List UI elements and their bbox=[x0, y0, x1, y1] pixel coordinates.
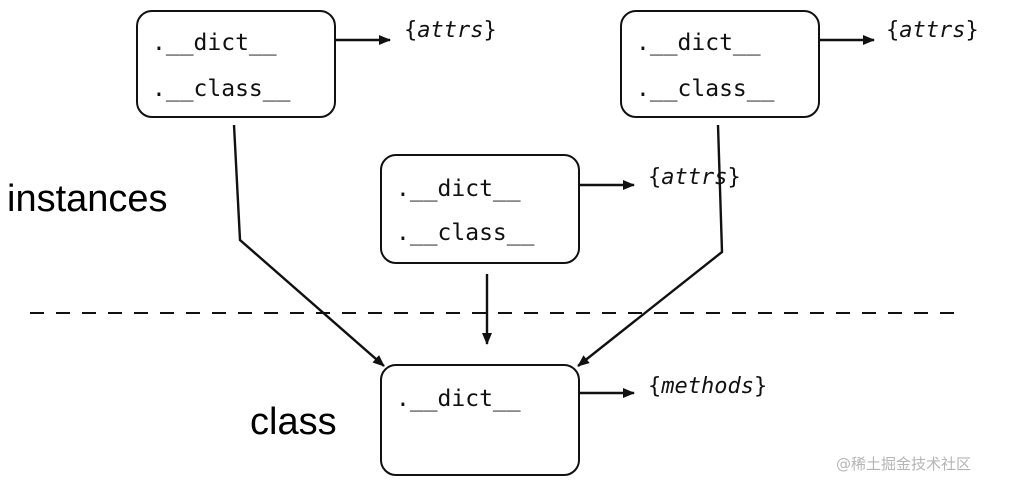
instance-box-middle: .__dict__ .__class__ bbox=[380, 154, 580, 264]
instance-box-left: .__dict__ .__class__ bbox=[136, 10, 336, 118]
class-box: .__dict__ bbox=[380, 364, 580, 476]
arrow-class-pointer-right bbox=[577, 124, 724, 367]
dict-attribute: .__dict__ bbox=[396, 386, 521, 412]
attrs-text: attrs bbox=[417, 18, 484, 43]
class-attribute: .__class__ bbox=[152, 76, 291, 102]
open-brace: { bbox=[648, 374, 662, 399]
close-brace: } bbox=[753, 374, 768, 399]
class-label: class bbox=[250, 401, 337, 443]
attrs-text: attrs bbox=[661, 165, 728, 190]
dict-attribute: .__dict__ bbox=[396, 176, 521, 202]
methods-text: methods bbox=[661, 374, 754, 399]
open-brace: { bbox=[404, 18, 418, 43]
attrs-label-right: {attrs} bbox=[886, 20, 979, 42]
instances-label: instances bbox=[7, 178, 168, 220]
dict-attribute: .__dict__ bbox=[636, 30, 761, 56]
attrs-text: attrs bbox=[899, 18, 966, 43]
close-brace: } bbox=[727, 165, 741, 190]
close-brace: } bbox=[483, 18, 497, 43]
attrs-label-left: {attrs} bbox=[404, 20, 497, 42]
watermark-text: @稀土掘金技术社区 bbox=[836, 455, 972, 473]
attrs-label-middle: {attrs} bbox=[648, 167, 741, 189]
dict-attribute: .__dict__ bbox=[152, 30, 277, 56]
arrow-class-pointer-left bbox=[232, 124, 385, 367]
open-brace: { bbox=[886, 18, 900, 43]
class-attribute: .__class__ bbox=[636, 76, 775, 102]
close-brace: } bbox=[965, 18, 979, 43]
open-brace: { bbox=[648, 165, 662, 190]
methods-label: {methods} bbox=[648, 376, 767, 398]
instance-box-right: .__dict__ .__class__ bbox=[620, 10, 820, 118]
class-attribute: .__class__ bbox=[396, 220, 535, 246]
